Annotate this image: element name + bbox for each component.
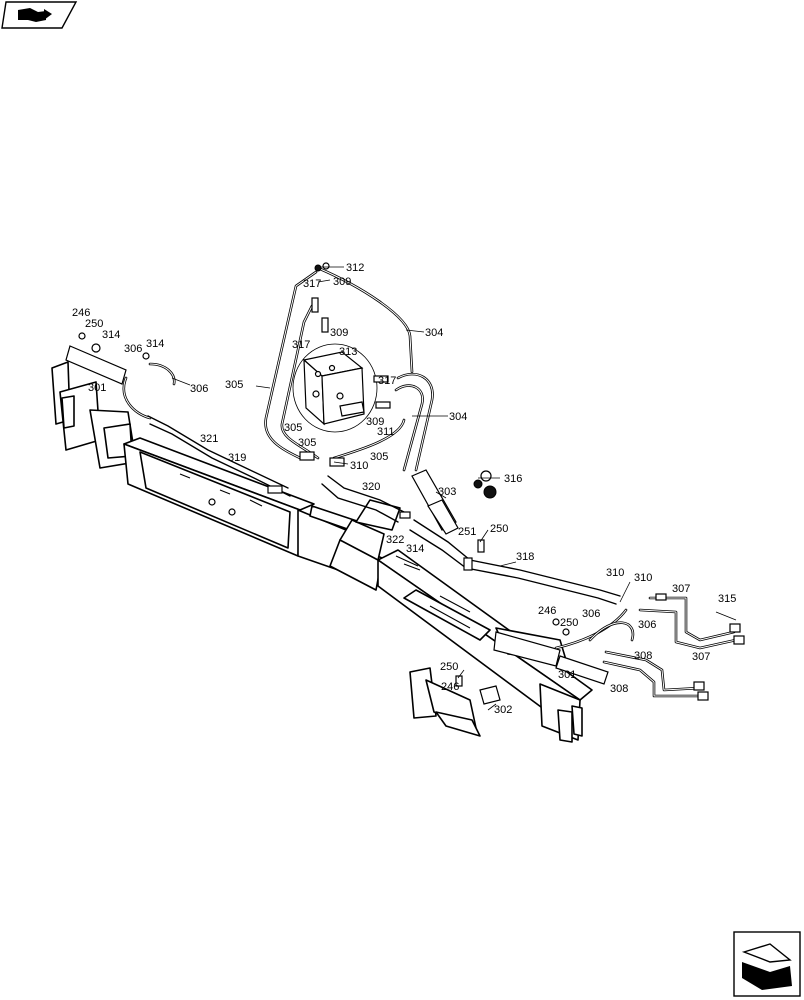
label-251: 251 xyxy=(458,526,476,538)
label-301: 301 xyxy=(88,382,106,394)
arrow-shape-icon[interactable] xyxy=(1,1,78,29)
label-314b: 314 xyxy=(146,338,164,350)
label-309c: 309 xyxy=(366,416,384,428)
callout-labels: 312 317 309 246 250 314 306 314 306 304 … xyxy=(72,262,736,716)
manifold-block xyxy=(292,343,378,433)
label-319: 319 xyxy=(228,452,246,464)
label-311: 311 xyxy=(377,426,395,438)
label-310b: 310 xyxy=(606,567,624,579)
label-315: 315 xyxy=(718,593,736,605)
label-313: 313 xyxy=(339,346,357,358)
label-302: 302 xyxy=(494,704,512,716)
label-312: 312 xyxy=(346,262,364,274)
label-246c: 246 xyxy=(441,681,459,693)
label-314: 314 xyxy=(102,329,120,341)
label-316: 316 xyxy=(504,473,522,485)
label-306c: 306 xyxy=(582,608,600,620)
label-305c: 305 xyxy=(298,437,316,449)
hoses xyxy=(122,266,738,698)
label-250d: 250 xyxy=(440,661,458,673)
label-317: 317 xyxy=(303,278,321,290)
label-321: 321 xyxy=(200,433,218,445)
label-304: 304 xyxy=(425,327,443,339)
pipes xyxy=(65,345,621,685)
label-310c: 310 xyxy=(634,572,652,584)
label-317c: 317 xyxy=(378,375,396,387)
label-304b: 304 xyxy=(449,411,467,423)
label-310: 310 xyxy=(350,460,368,472)
label-246: 246 xyxy=(72,307,90,319)
label-305b: 305 xyxy=(284,422,302,434)
label-246b: 246 xyxy=(538,605,556,617)
label-250b: 250 xyxy=(490,523,508,535)
label-318: 318 xyxy=(516,551,534,563)
label-250: 250 xyxy=(85,318,103,330)
label-309b: 309 xyxy=(330,327,348,339)
label-250c: 250 xyxy=(560,617,578,629)
label-317b: 317 xyxy=(292,339,310,351)
label-307b: 307 xyxy=(692,651,710,663)
label-309: 309 xyxy=(333,276,351,288)
label-320: 320 xyxy=(362,481,380,493)
label-303: 303 xyxy=(438,486,456,498)
fittings xyxy=(78,262,745,705)
label-305d: 305 xyxy=(370,451,388,463)
label-306d: 306 xyxy=(638,619,656,631)
label-308: 308 xyxy=(634,650,652,662)
label-308b: 308 xyxy=(610,683,628,695)
label-306b: 306 xyxy=(190,383,208,395)
label-322: 322 xyxy=(386,534,404,546)
leader-lines xyxy=(171,266,737,711)
label-301b: 301 xyxy=(558,669,576,681)
frame-structure xyxy=(51,361,593,743)
label-306: 306 xyxy=(124,343,142,355)
label-305: 305 xyxy=(225,379,243,391)
navigation-arrow-icon[interactable] xyxy=(733,931,801,997)
label-307: 307 xyxy=(672,583,690,595)
label-314c: 314 xyxy=(406,543,424,555)
